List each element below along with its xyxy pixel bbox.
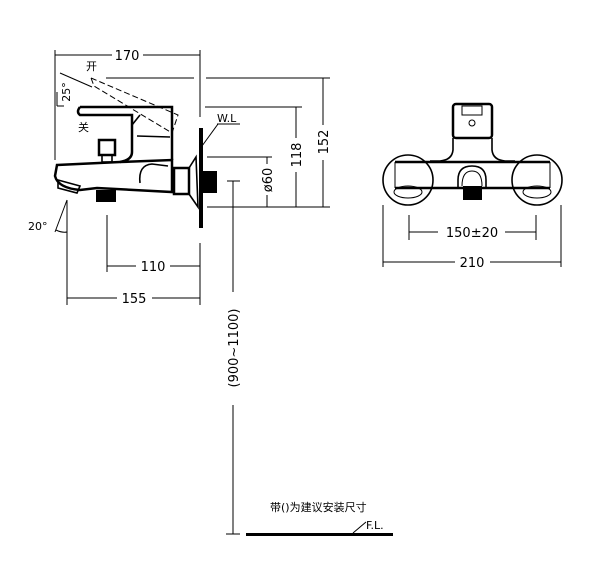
label-open: 开 [86,60,97,73]
dim-155: 155 [122,292,147,307]
label-close: 关 [78,120,89,134]
floor-label: F.L. [366,519,384,532]
dim-210: 210 [460,256,485,271]
dim-170: 170 [115,49,140,64]
install-note: 带()为建议安装尺寸 [270,500,367,514]
dim-110: 110 [141,260,166,275]
side-labels: 170 152 118 ø60 110 155 (900~1100) 25° 2… [28,49,332,387]
label-wall: W.L [217,112,237,125]
angle-25: 25° [60,82,73,102]
floor-line [246,533,393,536]
faucet-front-view [382,102,563,206]
dim-install-height: (900~1100) [227,309,242,388]
floor-annotation: 带()为建议安装尺寸 F.L. [246,500,393,536]
faucet-side-view [53,77,217,228]
angle-20: 20° [28,220,48,233]
dim-152: 152 [317,130,332,155]
dimension-lines-front: 150±20 210 [382,205,562,271]
dim-118: 118 [290,143,305,168]
dim-60: ø60 [261,168,276,193]
dim-150-20: 150±20 [446,226,498,241]
dimension-lines-side [54,50,330,535]
